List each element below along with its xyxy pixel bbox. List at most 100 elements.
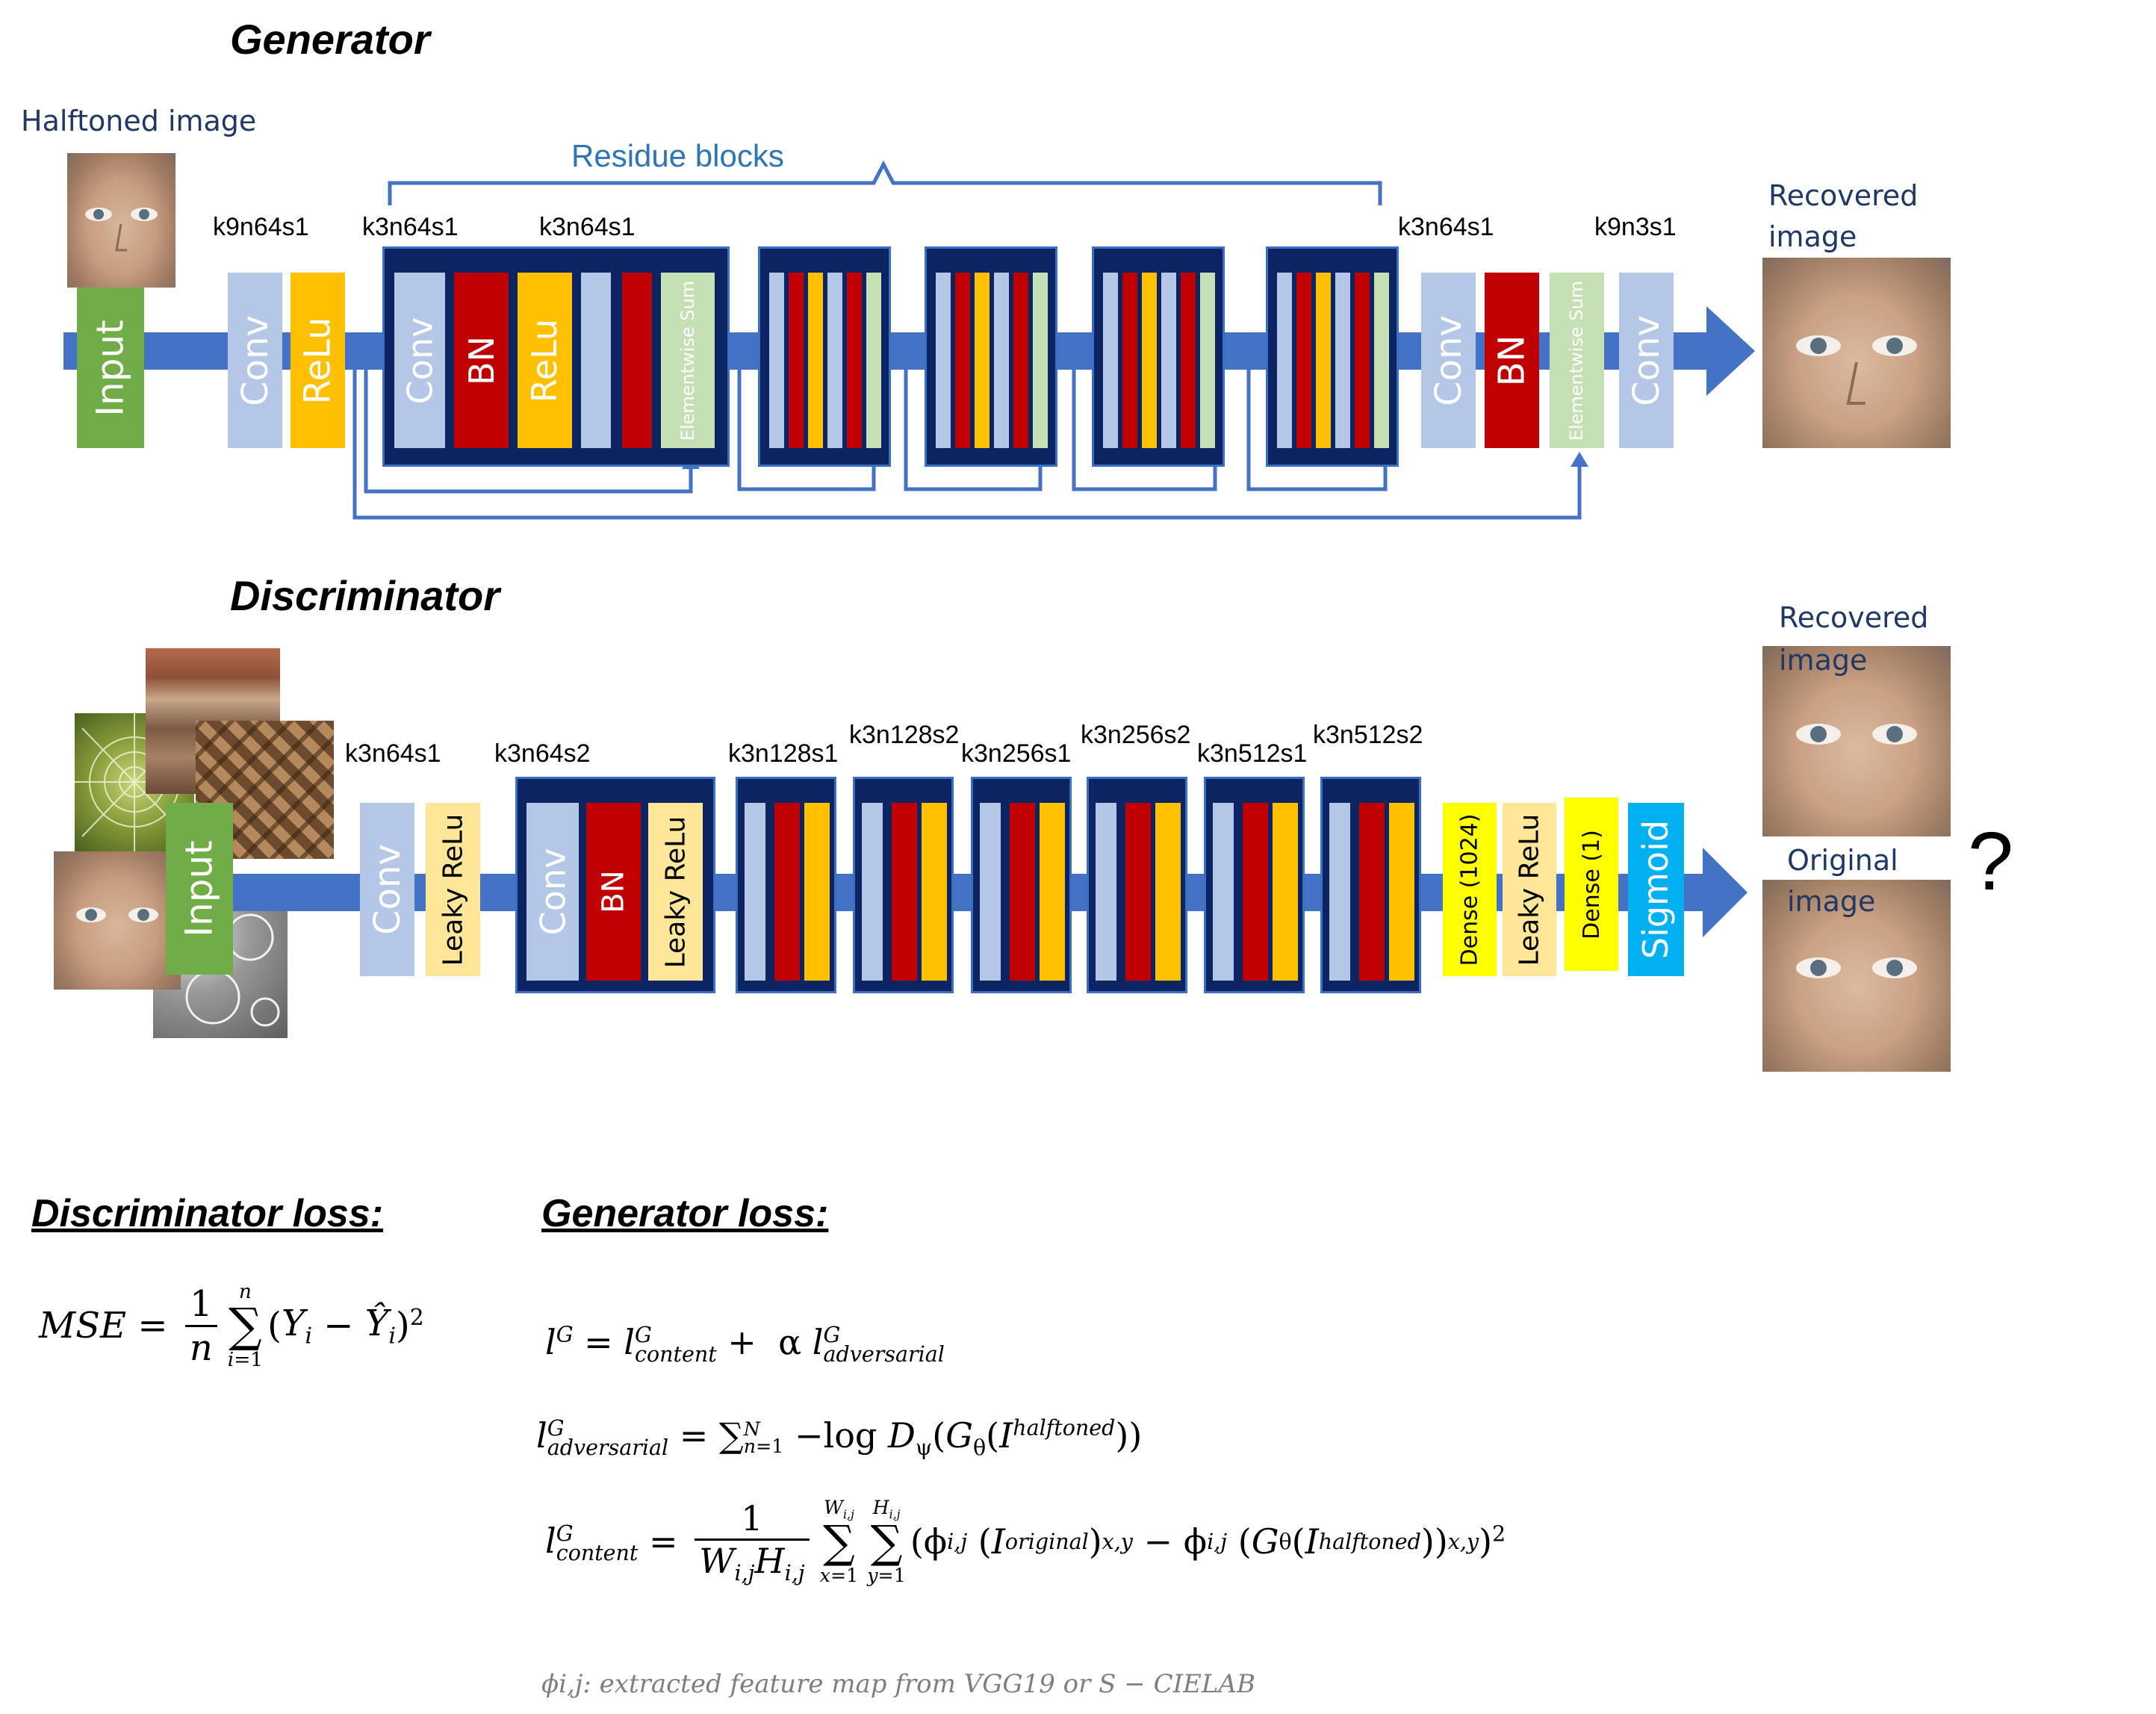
disc-original-caption-2: image (1787, 885, 1876, 918)
gen-block3-bar-5 (1013, 273, 1028, 448)
gen-block4-bar-5 (1181, 273, 1196, 448)
disc-block1-bn: BN (586, 803, 641, 981)
disc-block1-conv: Conv (526, 803, 579, 981)
disc-block2-bar-3 (804, 803, 830, 981)
gen-block1-relu: ReLu (518, 273, 572, 448)
face-sketch-icon (76, 907, 158, 922)
gen-block3-bar-3 (975, 273, 990, 448)
gen-relu-layer: ReLu (291, 273, 345, 448)
gen-block3-bar-6 (1033, 273, 1048, 448)
disc-recovered-caption-2: image (1779, 644, 1868, 677)
disc-block2-bar-1 (745, 803, 765, 981)
disc-block6-bar-1 (1213, 803, 1234, 981)
gen-klabel-4: k3n64s1 (1398, 213, 1494, 241)
discriminator-title: Discriminator (230, 572, 500, 619)
gen-output-caption-1: Recovered (1768, 179, 1919, 212)
disc-klabel-6: k3n256s2 (1081, 721, 1191, 749)
disc-block5-bar-2 (1125, 803, 1151, 981)
residue-blocks-label: Residue blocks (571, 138, 784, 173)
gen-conv-layer: Conv (228, 273, 282, 448)
gen-block4-bar-2 (1122, 273, 1137, 448)
disc-klabel-3: k3n128s1 (728, 739, 839, 768)
face-sketch-icon (1796, 724, 1917, 745)
disc-dense-1-layer: Dense (1) (1565, 798, 1618, 971)
disc-klabel-1: k3n64s1 (345, 739, 441, 768)
gen-block1-bn: BN (454, 273, 509, 448)
gen-klabel-1: k9n64s1 (213, 213, 309, 241)
gen-post-conv: Conv (1421, 273, 1476, 448)
gen-post-sum: Elementwise Sum (1550, 273, 1604, 448)
gen-final-conv: Conv (1619, 273, 1674, 448)
gen-block3-bar-2 (955, 273, 970, 448)
gen-block3-bar-1 (936, 273, 951, 448)
disc-block7-bar-3 (1389, 803, 1414, 981)
gen-block5-bar-2 (1296, 273, 1311, 448)
disc-block1-leaky: Leaky ReLu (648, 803, 703, 981)
disc-dense-1024-layer: Dense (1024) (1443, 803, 1497, 976)
disc-original-face-image (1762, 880, 1951, 1072)
halftoned-face-image (67, 153, 175, 288)
disc-block3-bar-3 (922, 803, 947, 981)
gen-block1-sum: Elementwise Sum (661, 273, 715, 448)
generator-input-caption: Halftoned image (21, 105, 257, 137)
disc-block7-bar-2 (1359, 803, 1385, 981)
face-sketch-icon (1796, 957, 1917, 978)
gen-block2-bar-6 (866, 273, 881, 448)
gen-block2-bar-2 (789, 273, 804, 448)
disc-block6-bar-3 (1273, 803, 1298, 981)
disc-klabel-4: k3n128s2 (849, 721, 960, 749)
disc-recovered-caption-1: Recovered (1779, 601, 1929, 634)
gen-block5-bar-3 (1316, 273, 1331, 448)
disc-klabel-8: k3n512s2 (1313, 721, 1423, 749)
disc-block4-bar-2 (1010, 803, 1035, 981)
gen-block2-bar-4 (827, 273, 842, 448)
disc-block6-bar-2 (1243, 803, 1268, 981)
gen-klabel-2: k3n64s1 (362, 213, 459, 241)
gen-block4-bar-6 (1200, 273, 1215, 448)
disc-conv-layer: Conv (360, 803, 414, 976)
texture-weave-image (196, 721, 334, 859)
gen-block4-bar-4 (1161, 273, 1176, 448)
disc-block4-bar-3 (1040, 803, 1065, 981)
generator-title: Generator (230, 16, 430, 63)
disc-klabel-2: k3n64s2 (494, 739, 591, 768)
face-sketch-icon (1796, 335, 1917, 405)
feature-map-note: ϕi,j: extracted feature map from VGG19 o… (541, 1669, 1255, 1699)
disc-block5-bar-3 (1155, 803, 1181, 981)
gen-block4-bar-3 (1142, 273, 1157, 448)
disc-leaky-relu-2-layer: Leaky ReLu (1503, 803, 1556, 976)
gen-block5-bar-5 (1355, 273, 1370, 448)
gen-block5-bar-6 (1374, 273, 1389, 448)
disc-recovered-face-image (1762, 646, 1951, 836)
gen-output-caption-2: image (1768, 220, 1857, 253)
disc-block5-bar-1 (1096, 803, 1116, 981)
gen-block2-bar-3 (808, 273, 823, 448)
gen-block1-bn2 (622, 273, 652, 448)
gen-block3-bar-4 (994, 273, 1009, 448)
disc-klabel-5: k3n256s1 (961, 739, 1072, 768)
disc-input-layer: Input (166, 803, 233, 975)
gen-input-layer: Input (77, 288, 144, 448)
gen-block2-bar-1 (769, 273, 784, 448)
gen-block2-bar-5 (847, 273, 862, 448)
disc-block3-bar-2 (892, 803, 917, 981)
disc-block4-bar-1 (980, 803, 1001, 981)
gen-block5-bar-1 (1277, 273, 1292, 448)
disc-leaky-relu-layer: Leaky ReLu (426, 803, 480, 976)
gen-klabel-5: k9n3s1 (1594, 213, 1677, 241)
gen-block1-conv: Conv (394, 273, 445, 448)
disc-original-caption-1: Original (1787, 844, 1898, 877)
generator-loss-title: Generator loss: (541, 1192, 829, 1235)
generator-skip-connections (352, 160, 1588, 520)
gen-post-bn: BN (1485, 273, 1539, 448)
gen-block1-conv2 (581, 273, 611, 448)
face-sketch-icon (85, 208, 158, 252)
disc-block3-bar-1 (862, 803, 883, 981)
disc-block2-bar-2 (774, 803, 800, 981)
disc-sigmoid-layer: Sigmoid (1628, 803, 1684, 976)
gen-block5-bar-4 (1335, 273, 1350, 448)
